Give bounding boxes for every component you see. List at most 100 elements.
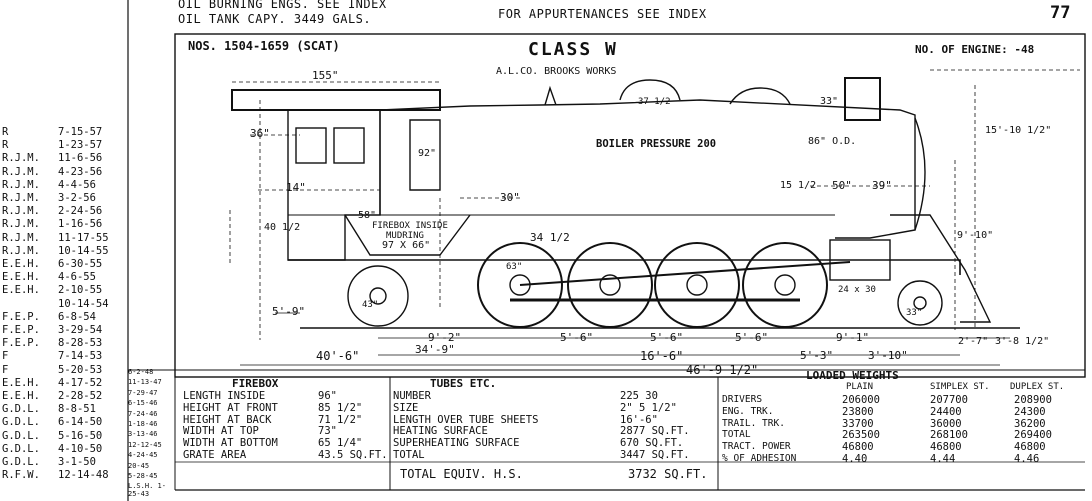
cab-window-2 [333, 127, 365, 164]
small-log-entry: 11-13-47 [128, 378, 162, 387]
weights-row-label: ENG. TRK. [722, 405, 774, 417]
dim-40-6: 40'-6" [316, 349, 360, 363]
small-log-entry: 5-28-45 [128, 472, 158, 480]
dim-58: 58" [358, 210, 377, 221]
weights-row-plain: 33700 [842, 417, 874, 430]
revision-initials: R.J.M. [2, 231, 40, 244]
revision-initials: F [2, 363, 9, 376]
firebox-row-label: HEIGHT AT BACK [183, 413, 272, 426]
weights-row-label: TRACT. POWER [722, 441, 791, 453]
revision-date: 8-8-51 [58, 403, 96, 416]
firebox-row-label: WIDTH AT BOTTOM [183, 437, 278, 450]
revision-date: 3-29-54 [58, 324, 103, 336]
tubes-row-label: NUMBER [393, 390, 431, 402]
mudring-label: MUDRING [386, 231, 424, 241]
tubes-title: TUBES ETC. [430, 377, 497, 390]
mudring-size: 97 X 66" [382, 240, 431, 251]
appurtenances-note: FOR APPURTENANCES SEE INDEX [498, 7, 707, 21]
tubes-row-label: HEATING SURFACE [393, 425, 488, 438]
revision-initials: R.J.M. [2, 152, 40, 165]
weights-row-simplex: 24400 [930, 405, 962, 418]
weights-col-duplex: DUPLEX ST. [1010, 382, 1065, 392]
revision-initials: R.F.W. [2, 469, 40, 482]
small-log-entry: 4-24-45 [128, 451, 158, 460]
revision-initials: E.E.H. [2, 271, 40, 284]
small-log-entry: 6-2-48 [128, 368, 154, 376]
tubes-row-value: 2877 SQ.FT. [620, 425, 690, 438]
dim-40: 40 1/2 [264, 222, 301, 233]
revision-initials: R.J.M. [2, 192, 40, 204]
driver-wheel-3 [654, 242, 740, 328]
revision-date: 3-1-50 [58, 456, 96, 468]
weights-row-duplex: 36200 [1014, 417, 1046, 430]
weights-title: LOADED WEIGHTS [806, 369, 899, 382]
dim-34: 34 1/2 [530, 231, 570, 244]
tubes-row-value: 2" 5 1/2" [620, 401, 677, 414]
firebox-row-value: 85 1/2" [318, 401, 363, 414]
small-log-entry: 1-18-46 [128, 420, 158, 428]
boiler-pressure-label: BOILER PRESSURE 200 [596, 138, 717, 150]
cab-roof [231, 89, 441, 111]
revision-initials: R [2, 139, 9, 152]
weights-row-simplex: 46800 [930, 441, 962, 454]
revision-date: 6-30-55 [58, 258, 103, 270]
dim-trailing-wheel: 43" [362, 300, 379, 310]
revision-date: 1-23-57 [58, 139, 103, 152]
dim-92: 92" [418, 148, 437, 159]
trailing-wheel [347, 265, 409, 327]
dim-cylinder: 24 x 30 [838, 285, 876, 295]
weights-row-duplex: 4.46 [1014, 453, 1040, 465]
firebox-row-label: WIDTH AT TOP [183, 425, 259, 438]
revision-initials: E.E.H. [2, 284, 40, 297]
tubes-row-label: SIZE [393, 401, 419, 414]
firebox-row-value: 96" [318, 390, 337, 402]
driver-wheel-1 [477, 242, 563, 328]
pilot [890, 214, 992, 323]
small-log-entry: 12-12-45 [128, 440, 162, 449]
revision-initials: R.J.M. [2, 178, 40, 191]
weights-row-plain: 23800 [842, 405, 874, 418]
firebox-row-label: GRATE AREA [183, 449, 247, 461]
dim-2-7: 2'-7" [958, 336, 989, 347]
tubes-row-label: SUPERHEATING SURFACE [393, 437, 520, 450]
dome-dim: 37 1/2 [638, 97, 671, 107]
revision-initials: G.D.L. [2, 442, 40, 455]
dim-15: 15 1/2 [780, 180, 817, 191]
driver-wheel-2 [567, 242, 653, 328]
revision-initials: R.J.M. [2, 244, 40, 257]
revision-initials: G.D.L. [2, 429, 40, 442]
revision-date: 2-10-55 [58, 284, 103, 297]
revision-initials: F.E.P. [2, 310, 40, 323]
dim-cab-roof: 36" [250, 127, 270, 140]
dim-height-total: 15'-10 1/2" [985, 125, 1052, 136]
dim-5-6-a: 5'-6" [560, 331, 594, 344]
tubes-row-value: 225 30 [620, 390, 658, 402]
revision-date: 11-17-55 [58, 231, 109, 244]
weights-row-duplex: 46800 [1014, 441, 1046, 454]
revision-initials: G.D.L. [2, 456, 40, 468]
revision-date: 7-14-53 [58, 350, 103, 363]
revision-date: 8-28-53 [58, 337, 103, 350]
revision-date: 10-14-54 [58, 297, 109, 310]
revision-date: 11-6-56 [58, 152, 103, 165]
firebox-row-value: 73" [318, 425, 337, 438]
dim-34-9: 34'-9" [415, 343, 455, 356]
tubes-row-value: 16'-6" [620, 413, 658, 426]
revision-date: 2-24-56 [58, 205, 103, 218]
weights-row-label: DRIVERS [722, 394, 763, 405]
revision-initials: R.J.M. [2, 165, 40, 178]
weights-row-duplex: 269400 [1014, 429, 1052, 442]
dim-3-8: 3'-8 1/2" [995, 336, 1050, 347]
revision-date: 10-14-55 [58, 244, 109, 257]
weights-row-label: % OF ADHESION [722, 453, 797, 464]
tubes-row-label: LENGTH OVER TUBE SHEETS [393, 413, 539, 426]
weights-row-duplex: 208900 [1014, 394, 1052, 406]
revision-initials: F [2, 350, 9, 363]
revision-date: 6-8-54 [58, 310, 96, 323]
weights-row-plain: 4.40 [842, 453, 868, 465]
dim-height-9-10: 9'-10" [957, 230, 994, 241]
weights-row-plain: 206000 [842, 394, 880, 406]
steam-dome [619, 79, 681, 101]
revision-initials: R.J.M. [2, 205, 40, 218]
dim-3-10: 3'-10" [868, 349, 908, 362]
